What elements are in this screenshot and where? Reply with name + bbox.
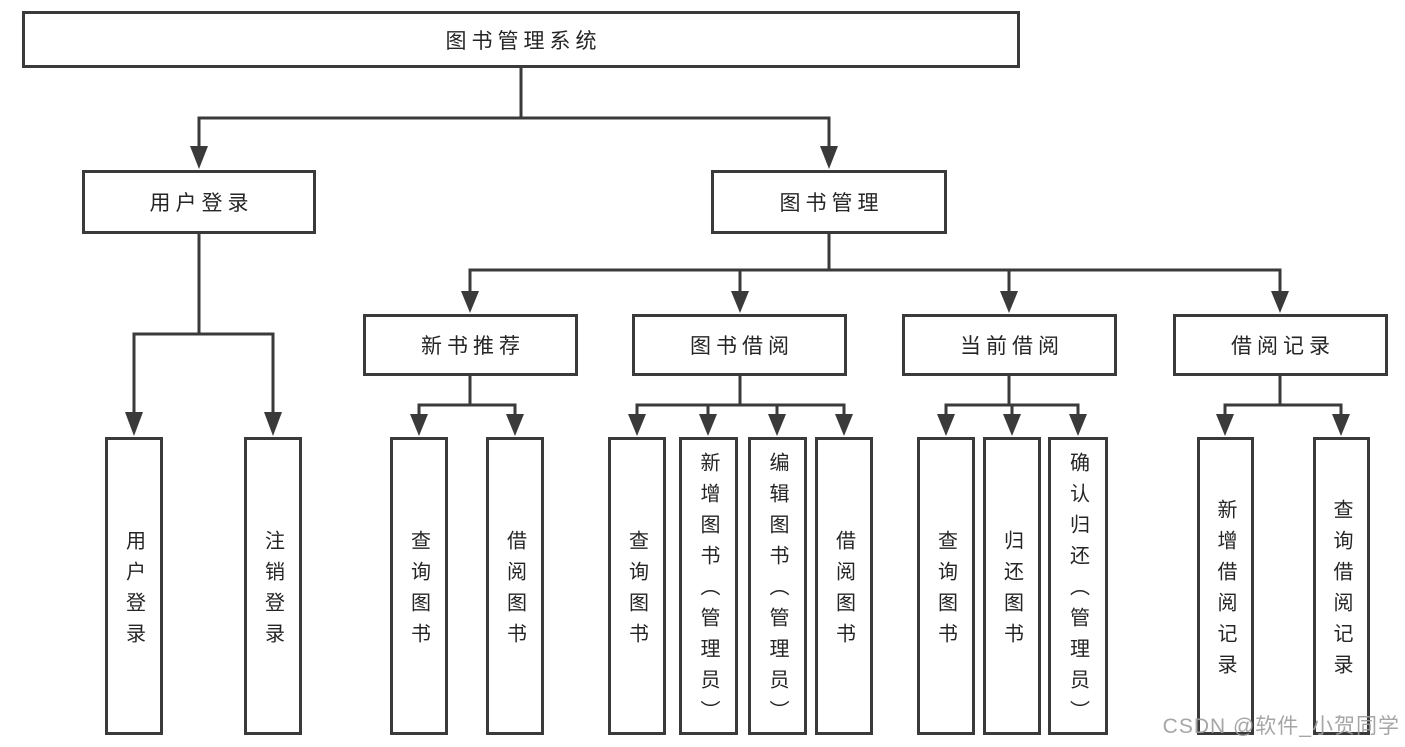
leaf-recommend-borrow-books-label: 借阅图书: [503, 529, 526, 654]
leaf-records-query-record: 查询借阅记录: [1313, 437, 1370, 735]
csdn-watermark: CSDN @软件_小贺同学: [1162, 715, 1400, 738]
leaf-current-query-books-label: 查询图书: [934, 529, 957, 654]
node-new-book-recommend: 新书推荐: [363, 314, 578, 376]
leaf-recommend-borrow-books: 借阅图书: [486, 437, 544, 735]
leaf-borrow-borrow-books: 借阅图书: [815, 437, 873, 735]
node-user-login-label: 用户登录: [149, 192, 254, 215]
leaf-records-add-record: 新增借阅记录: [1197, 437, 1254, 735]
node-user-login: 用户登录: [82, 170, 316, 234]
leaf-borrow-query-books-label: 查询图书: [625, 529, 648, 654]
leaf-logout-label: 注销登录: [261, 529, 284, 654]
leaf-borrow-edit-books-admin: 编辑图书（管理员）: [748, 437, 807, 735]
leaf-user-login: 用户登录: [105, 437, 163, 735]
node-borrowing-records-label: 借阅记录: [1231, 335, 1335, 358]
leaf-borrow-add-books-admin: 新增图书（管理员）: [679, 437, 738, 735]
leaf-current-query-books: 查询图书: [917, 437, 975, 735]
node-new-book-recommend-label: 新书推荐: [421, 335, 525, 358]
leaf-records-query-record-label: 查询借阅记录: [1330, 498, 1352, 685]
node-book-borrowing-label: 图书借阅: [690, 335, 794, 358]
leaf-borrow-add-books-admin-label: 新增图书（管理员）: [697, 452, 719, 731]
leaf-current-confirm-return-admin-label: 确认归还（管理员）: [1066, 452, 1089, 731]
leaf-records-add-record-label: 新增借阅记录: [1214, 498, 1236, 685]
node-book-management-label: 图书管理: [779, 192, 884, 215]
leaf-logout: 注销登录: [244, 437, 302, 735]
leaf-user-login-label: 用户登录: [122, 529, 145, 654]
connector-strokes: [132, 66, 1343, 418]
leaf-current-return-books: 归还图书: [983, 437, 1041, 735]
node-library-system: 图书管理系统: [22, 11, 1020, 68]
node-library-system-label: 图书管理系统: [445, 29, 602, 53]
node-book-borrowing: 图书借阅: [632, 314, 847, 376]
leaf-borrow-query-books: 查询图书: [608, 437, 666, 735]
node-current-borrowing-label: 当前借阅: [960, 335, 1064, 358]
leaf-borrow-edit-books-admin-label: 编辑图书（管理员）: [766, 452, 788, 731]
node-current-borrowing: 当前借阅: [902, 314, 1117, 376]
node-borrowing-records: 借阅记录: [1173, 314, 1388, 376]
arrowheads: [125, 146, 1350, 436]
leaf-current-confirm-return-admin: 确认归还（管理员）: [1048, 437, 1108, 735]
leaf-recommend-query-books: 查询图书: [390, 437, 448, 735]
leaf-borrow-borrow-books-label: 借阅图书: [832, 529, 855, 654]
node-book-management: 图书管理: [711, 170, 947, 234]
leaf-current-return-books-label: 归还图书: [1000, 529, 1023, 654]
leaf-recommend-query-books-label: 查询图书: [407, 529, 430, 654]
